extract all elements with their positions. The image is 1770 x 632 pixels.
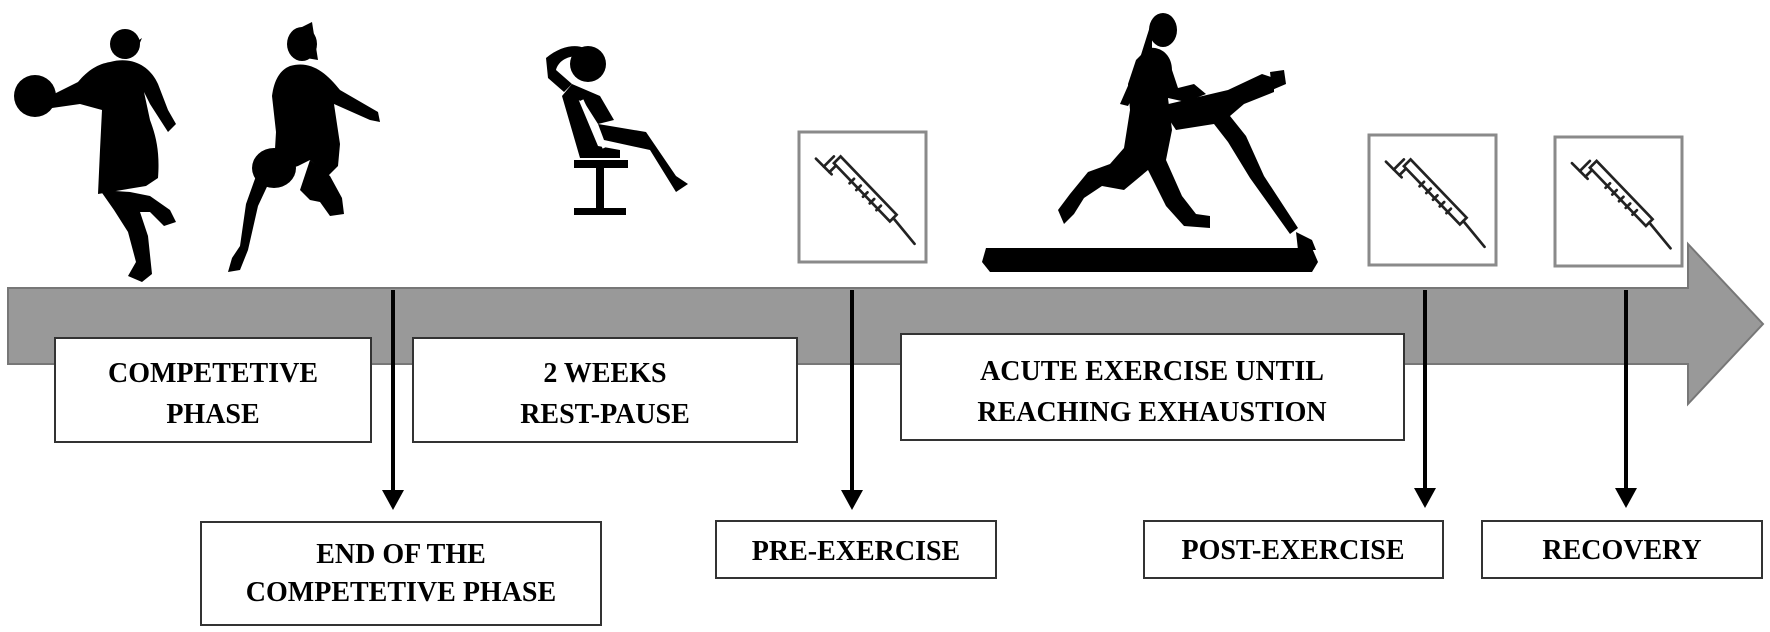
- phase-box-competitive: COMPETETIVE PHASE: [54, 337, 372, 443]
- timepoint-arrow-end-competitive: [382, 290, 404, 510]
- timepoint-box-end-competitive: END OF THE COMPETETIVE PHASE: [200, 521, 602, 626]
- phase-label-line: COMPETETIVE: [108, 358, 318, 389]
- syringe-icon: [1367, 133, 1498, 267]
- timepoint-box-recovery: RECOVERY: [1481, 520, 1763, 579]
- phase-label-line: PHASE: [166, 399, 259, 430]
- syringe-icon: [797, 130, 928, 264]
- timepoint-box-pre-exercise: PRE-EXERCISE: [715, 520, 997, 579]
- syringe-icon: [1553, 135, 1684, 268]
- timepoint-arrow-post-exercise: [1414, 290, 1436, 508]
- phase-label-line: 2 WEEKS: [543, 358, 666, 389]
- timepoint-box-post-exercise: POST-EXERCISE: [1143, 520, 1444, 579]
- timepoint-label-line: COMPETETIVE PHASE: [246, 577, 556, 608]
- reclining-person-chair-icon: [546, 46, 688, 215]
- phase-box-rest-pause: 2 WEEKS REST-PAUSE: [412, 337, 798, 443]
- timepoint-arrow-recovery: [1615, 290, 1637, 508]
- timepoint-arrow-pre-exercise: [841, 290, 863, 510]
- treadmill-runner-icon: [982, 13, 1318, 272]
- phase-label-line: REST-PAUSE: [520, 399, 690, 430]
- phase-label-line: ACUTE EXERCISE UNTIL: [980, 356, 1324, 387]
- basketball-player-silhouette-icon: [14, 29, 176, 282]
- basketball-player-silhouette-icon: [228, 22, 380, 272]
- timepoint-label-line: END OF THE: [316, 539, 486, 570]
- timepoint-label-line: PRE-EXERCISE: [752, 536, 960, 567]
- phase-label-line: REACHING EXHAUSTION: [977, 397, 1326, 428]
- phase-box-acute-exercise: ACUTE EXERCISE UNTIL REACHING EXHAUSTION: [900, 333, 1405, 441]
- timepoint-label-line: RECOVERY: [1542, 535, 1701, 566]
- timepoint-label-line: POST-EXERCISE: [1181, 535, 1404, 566]
